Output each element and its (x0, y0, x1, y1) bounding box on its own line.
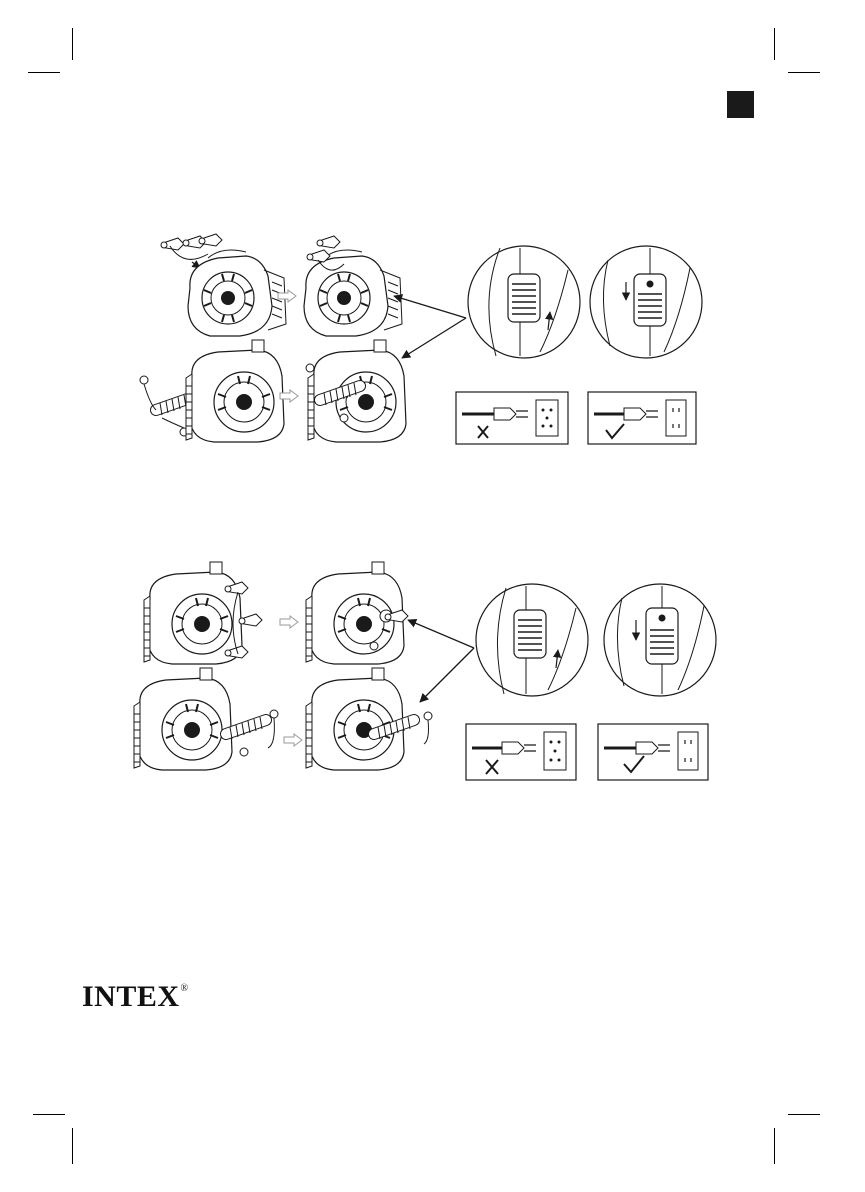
pump-side-bottom-left (186, 340, 284, 442)
switch-off-detail (468, 246, 580, 358)
plug-wrong-panel-lower (466, 724, 576, 780)
plug-wrong-panel (456, 392, 568, 444)
brand-name: INTEX (82, 980, 180, 1013)
upper-assembly-illustration (140, 234, 702, 444)
pump-side-lower-top-left (144, 562, 242, 664)
switch-off-detail-lower (476, 584, 588, 696)
switch-on-detail (590, 246, 702, 358)
brand-logo: INTEX® (82, 982, 189, 1012)
pump-front-top-right (304, 250, 402, 336)
pump-side-lower-bottom-left (134, 668, 232, 770)
plug-right-panel-lower (598, 724, 708, 780)
lower-assembly-illustration (134, 562, 716, 780)
switch-on-detail-lower (604, 584, 716, 696)
pump-side-lower-bottom-right (306, 668, 404, 770)
registered-mark: ® (181, 983, 189, 994)
pump-front-top-left (188, 250, 286, 336)
plug-right-panel (588, 392, 696, 444)
